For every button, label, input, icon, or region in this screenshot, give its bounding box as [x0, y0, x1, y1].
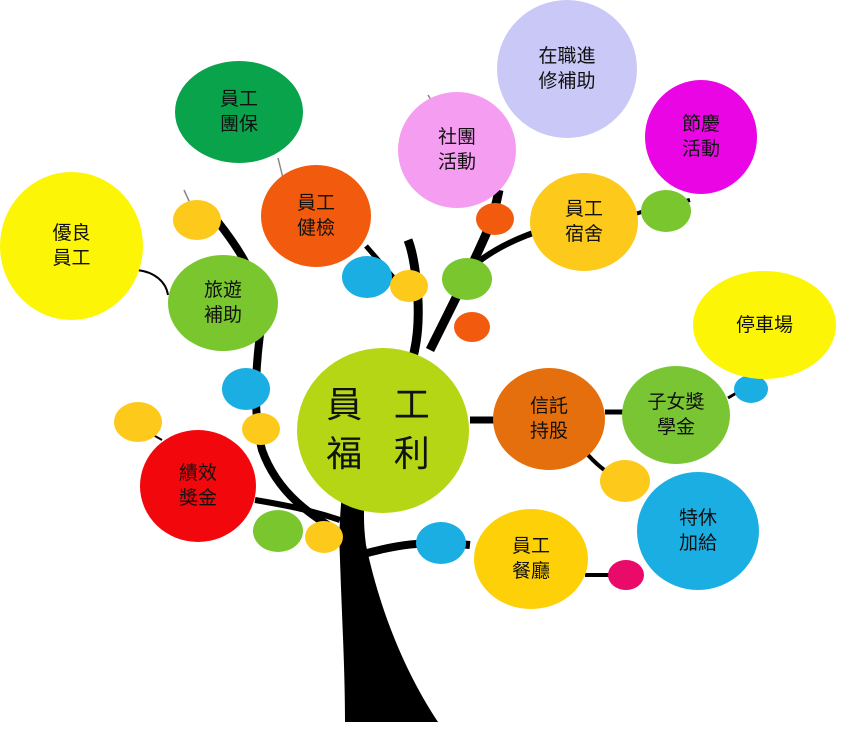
decorative-dot	[114, 402, 162, 442]
node-employee-group-insurance: 員工 團保	[175, 61, 303, 163]
node-club-activities: 社團 活動	[398, 92, 516, 208]
node-employee-health-check: 員工 健檢	[261, 165, 371, 267]
node-performance-bonus: 績效 獎金	[140, 430, 256, 542]
node-label: 旅遊 補助	[203, 279, 242, 326]
decorative-dot	[390, 270, 428, 302]
decorative-dot	[305, 521, 343, 553]
node-outstanding-employee: 優良 員工	[0, 172, 143, 320]
node-label: 員工 餐廳	[511, 535, 550, 582]
decorative-dot	[734, 375, 768, 403]
decorative-dot	[173, 200, 221, 240]
node-stock-trust: 信託 持股	[493, 368, 605, 470]
node-festival-activities: 節慶 活動	[645, 80, 757, 194]
decorative-dot	[608, 560, 644, 590]
center-node-employee-welfare: 員 工 福 利	[297, 348, 469, 513]
decorative-dot	[454, 312, 490, 342]
node-employee-dormitory: 員工 宿舍	[530, 173, 638, 271]
connector-outstanding	[136, 269, 169, 296]
node-label: 停車場	[735, 313, 793, 336]
decorative-dot	[416, 522, 466, 564]
decorative-dot	[342, 256, 392, 298]
node-special-leave-pay: 特休 加給	[637, 472, 759, 590]
node-label: 社團 活動	[437, 126, 476, 173]
node-label: 員工 宿舍	[564, 198, 603, 245]
node-employee-cafeteria: 員工 餐廳	[474, 509, 588, 609]
decorative-dot	[476, 203, 514, 235]
node-label: 信託 持股	[529, 395, 568, 442]
branch-to-performance	[254, 497, 341, 523]
node-label: 特休 加給	[678, 507, 717, 554]
decorative-dot	[222, 368, 270, 410]
decorative-dot	[600, 460, 650, 502]
decorative-dot	[641, 190, 691, 232]
node-parking-lot: 停車場	[693, 271, 836, 379]
node-label: 員工 健檢	[296, 192, 335, 239]
node-travel-subsidy: 旅遊 補助	[168, 255, 278, 351]
decorative-dot	[242, 413, 280, 445]
center-label: 員 工 福 利	[326, 384, 440, 475]
node-label: 優良 員工	[52, 222, 91, 269]
node-label: 員工 團保	[219, 88, 258, 135]
branch-upper-right	[425, 189, 504, 353]
node-further-education-subsidy: 在職進 修補助	[497, 0, 637, 138]
decorative-dot	[253, 510, 303, 552]
node-children-scholarship: 子女獎 學金	[622, 366, 730, 464]
node-label: 節慶 活動	[681, 113, 720, 160]
node-label: 在職進 修補助	[538, 45, 596, 92]
node-label: 績效 獎金	[178, 462, 217, 509]
decorative-dot	[442, 258, 492, 300]
node-label: 子女獎 學金	[647, 391, 705, 438]
